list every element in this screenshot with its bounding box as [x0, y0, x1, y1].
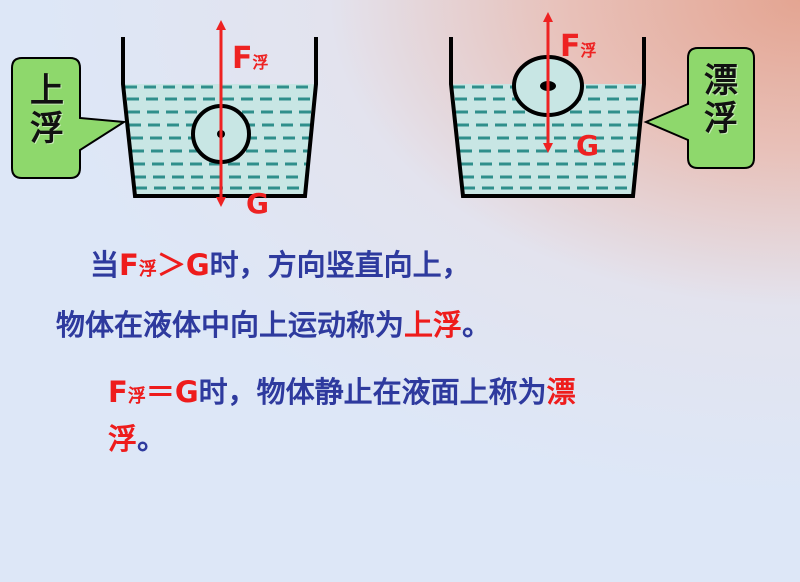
text-line-2: 物体在液体中向上运动称为上浮。 — [56, 308, 492, 342]
right-water-dashes — [453, 85, 644, 190]
left-callout-label: 上 浮 — [30, 71, 64, 150]
right-gravity-label: G — [576, 129, 599, 162]
right-callout-label: 漂 浮 — [704, 61, 738, 140]
left-buoyancy-label: F浮 — [232, 41, 269, 76]
text-line-1: 当F浮＞G时，方向竖直向上， — [90, 248, 471, 282]
left-beaker — [121, 20, 318, 207]
right-callout-bubble — [643, 47, 755, 169]
text-line-3: F浮＝G时，物体静止在液面上称为漂 — [108, 375, 576, 409]
right-beaker — [449, 12, 646, 198]
left-gravity-label: G — [246, 187, 269, 220]
right-buoyancy-label: F浮 — [560, 29, 597, 64]
right-beaker-wall — [449, 37, 646, 198]
left-callout-bubble — [11, 57, 128, 179]
text-line-4: 浮。 — [108, 422, 167, 456]
